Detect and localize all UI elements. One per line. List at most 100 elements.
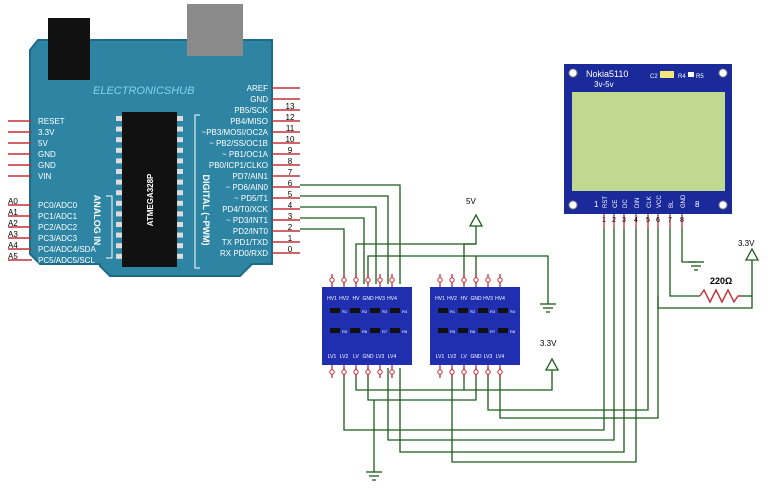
- digital-pin-label: PB5/SCK: [234, 106, 268, 115]
- header-pad: [449, 369, 455, 375]
- lv-pin-label: GND: [470, 354, 482, 360]
- smd-label: R5: [450, 329, 456, 334]
- chip-pin: [177, 190, 183, 196]
- wire-5v: [355, 226, 477, 284]
- smd-label: R1: [450, 309, 456, 314]
- digital-pin-label: ~ PB2/SS/OC1B: [209, 139, 268, 148]
- power-pin-label: RESET: [38, 117, 65, 126]
- lcd-r4: R4: [678, 74, 686, 80]
- header-pad: [485, 277, 491, 283]
- header-pad: [377, 369, 383, 375]
- hv-pin-label: HV2: [339, 296, 349, 302]
- digital-pin-number: 10: [286, 135, 295, 144]
- chip-pin: [116, 200, 122, 206]
- lcd-voltage: 3v-5v: [594, 80, 614, 89]
- lv-pin-label: LV3: [484, 354, 493, 360]
- mount-hole: [568, 68, 578, 78]
- smd-label: R5: [342, 329, 348, 334]
- header-pad: [353, 277, 359, 283]
- header-pad: [497, 369, 503, 375]
- smd-part: [458, 308, 468, 313]
- lcd-title: Nokia5110: [586, 69, 628, 79]
- analog-pin-ext-label: A3: [8, 230, 18, 239]
- resistor-icon: [699, 288, 742, 304]
- power-arrow-icon: [744, 247, 760, 261]
- hv-pin-label: HV2: [447, 296, 457, 302]
- lv-pin-label: GND: [362, 354, 374, 360]
- digital-pin-number: 13: [286, 102, 295, 111]
- lcd-pin-number: 7: [668, 217, 672, 224]
- chip-pin: [116, 232, 122, 238]
- digital-pin-number: 7: [288, 168, 293, 177]
- smd-part: [498, 328, 508, 333]
- mount-hole: [568, 200, 578, 210]
- smd-part: [370, 308, 380, 313]
- smd-label: R2: [362, 309, 368, 314]
- smd-label: R4: [510, 309, 516, 314]
- chip-pin: [116, 137, 122, 143]
- ground-symbol-lv: [366, 471, 382, 481]
- analog-pin-label: PC1/ADC1: [38, 212, 78, 221]
- header-pad: [329, 277, 335, 283]
- smd-label: R7: [382, 329, 388, 334]
- lcd-pin-number: 6: [656, 217, 660, 224]
- wire-lcd-clk: [487, 228, 649, 411]
- lv-pin-label: LV2: [448, 354, 457, 360]
- digital-pin-number: 12: [286, 113, 295, 122]
- lcd-pin-first: 1: [594, 200, 599, 209]
- chip-pin: [177, 147, 183, 153]
- smd-label: R1: [342, 309, 348, 314]
- analog-bracket: [106, 195, 113, 259]
- power-5v: 5V: [466, 197, 484, 227]
- chip-pins-right: [177, 116, 183, 259]
- chip-pin: [116, 222, 122, 227]
- lcd-c2: C2: [650, 74, 658, 80]
- ground-symbol-lcd: [688, 261, 704, 271]
- smd-part: [390, 308, 400, 313]
- chip-pin: [116, 158, 122, 164]
- chip-pin: [177, 158, 183, 164]
- power-3v3-a: 3.3V: [540, 339, 560, 371]
- lcd-pin-number: 4: [634, 217, 638, 224]
- smd-label: R4: [402, 309, 408, 314]
- power-pin-label: 3.3V: [38, 128, 55, 137]
- lv-pin-label: LV4: [496, 354, 505, 360]
- analog-pin-ext-label: A2: [8, 219, 18, 228]
- lcd-pin-number: 3: [622, 217, 626, 224]
- smd-part: [498, 308, 508, 313]
- header-pad: [497, 277, 503, 283]
- digital-pin-label: PB4/MISO: [230, 117, 268, 126]
- header-pad: [365, 277, 371, 283]
- hv-pin-label: HV: [353, 296, 361, 302]
- analog-pin-ext-label: A5: [8, 252, 18, 261]
- digital-bracket: [194, 114, 200, 269]
- hv-pin-label: HV3: [483, 296, 493, 302]
- microcontroller-chip: [122, 112, 177, 267]
- lv-pin-label: LV4: [388, 354, 397, 360]
- chip-pin: [116, 179, 122, 185]
- lcd-pin-number: 5: [646, 217, 650, 224]
- mount-hole: [718, 68, 728, 78]
- level-shifter-pcb: [430, 287, 520, 365]
- header-pad: [485, 369, 491, 375]
- header-pad: [389, 369, 395, 375]
- digital-pin-label: PD2/INT0: [233, 227, 269, 236]
- wire-lcd-vcc-r: [657, 260, 753, 309]
- lv-pin-label: LV3: [376, 354, 385, 360]
- header-pad: [473, 369, 479, 375]
- smd-label: R3: [382, 309, 388, 314]
- wire-3v3: [355, 368, 553, 391]
- chip-pins-left: [116, 116, 122, 259]
- smd-label: R2: [470, 309, 476, 314]
- digital-pin-label: TX PD1/TXD: [222, 238, 268, 247]
- header-pad: [329, 369, 335, 375]
- digital-pin-label: ~ PB1/OC1A: [222, 150, 269, 159]
- header-pad: [377, 277, 383, 283]
- digital-pin-label: PB0/ICP1/CLKO: [209, 161, 268, 170]
